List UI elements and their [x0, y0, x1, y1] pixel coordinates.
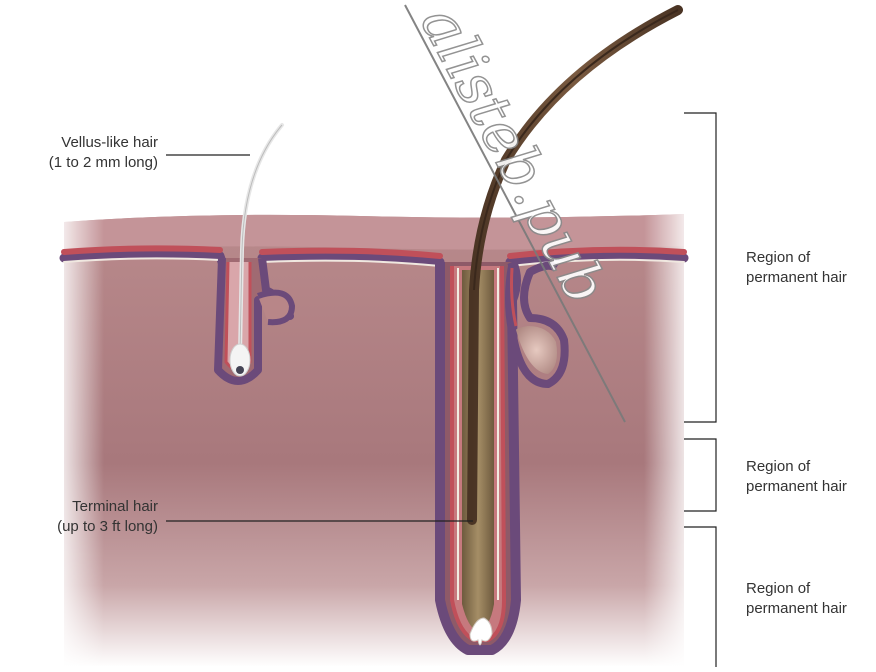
vellus-label-line2: (1 to 2 mm long) [0, 153, 158, 173]
region-label-1-line2: permanent hair [746, 268, 874, 288]
region-bracket-2 [684, 439, 716, 511]
terminal-label-line1: Terminal hair [0, 497, 158, 517]
terminal-label-line2: (up to 3 ft long) [0, 517, 158, 537]
terminal-label: Terminal hair (up to 3 ft long) [0, 497, 158, 537]
region-bracket-3 [684, 527, 716, 667]
region-label-3-line2: permanent hair [746, 599, 874, 619]
vellus-label-line1: Vellus-like hair [0, 133, 158, 153]
vellus-label: Vellus-like hair (1 to 2 mm long) [0, 133, 158, 173]
region-label-2: Region of permanent hair [746, 457, 874, 497]
region-label-1-line1: Region of [746, 248, 874, 268]
region-label-3-line1: Region of [746, 579, 874, 599]
region-label-2-line2: permanent hair [746, 477, 874, 497]
region-label-2-line1: Region of [746, 457, 874, 477]
region-label-3: Region of permanent hair [746, 579, 874, 619]
region-bracket-1 [684, 113, 716, 422]
region-label-1: Region of permanent hair [746, 248, 874, 288]
